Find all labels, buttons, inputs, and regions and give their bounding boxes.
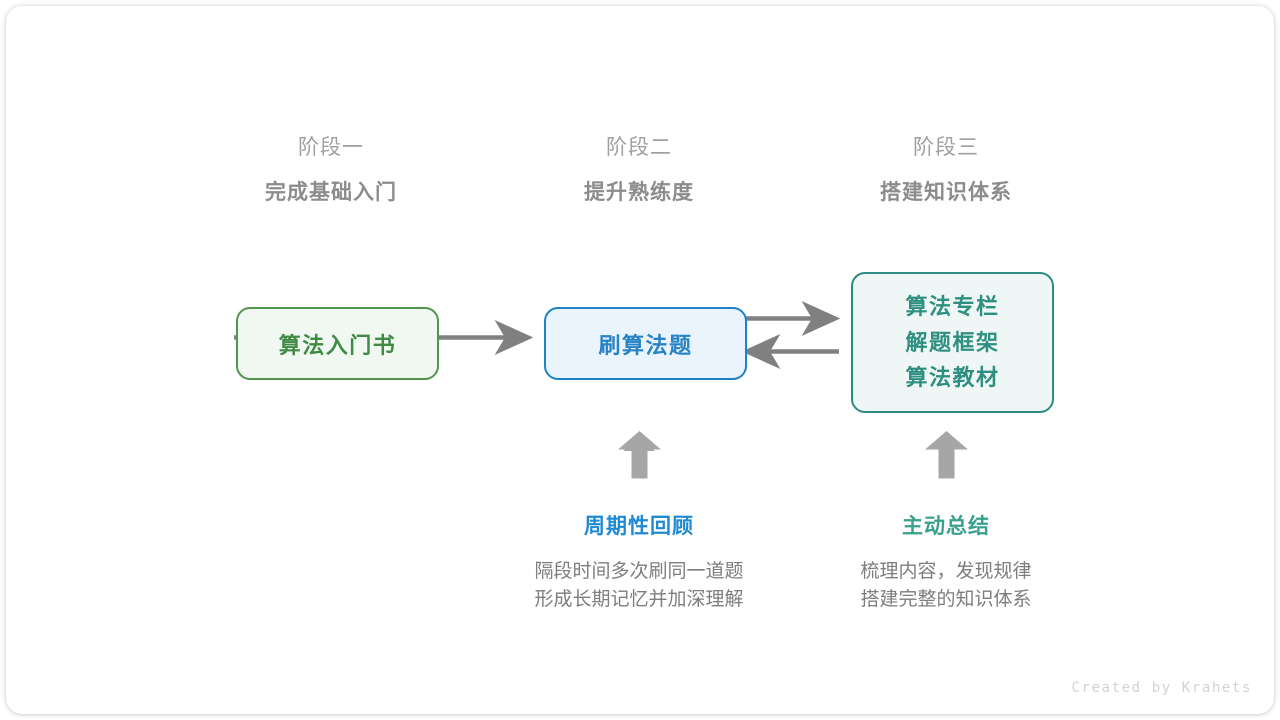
stage-header-3: 阶段三 搭建知识体系 [816,137,1076,203]
annotation-body-line: 梳理内容，发现规律 [860,561,1032,582]
annotation-title: 周期性回顾 [584,515,694,538]
stage-label: 阶段三 [913,136,979,159]
node-line: 算法专栏 [905,294,1000,320]
annotation-body-line: 搭建完整的知识体系 [860,588,1032,610]
node-line: 解题框架 [905,329,1000,355]
node-intro-book[interactable]: 算法入门书 [236,307,439,380]
annotation-body-line: 隔段时间多次刷同一道题 [534,561,744,582]
stage-header-2: 阶段二 提升熟练度 [509,137,769,203]
block-arrow-up-summary [925,431,968,479]
block-arrow-up-review [618,431,661,479]
node-line: 算法教材 [905,365,1000,391]
node-knowledge-resources[interactable]: 算法专栏 解题框架 算法教材 [851,272,1054,413]
annotation-body: 隔段时间多次刷同一道题 形成长期记忆并加深理解 [489,558,789,613]
annotation-body: 梳理内容，发现规律 搭建完整的知识体系 [796,558,1096,613]
stage-header-1: 阶段一 完成基础入门 [201,137,461,203]
annotation-body-line: 形成长期记忆并加深理解 [534,588,744,610]
stage-title: 搭建知识体系 [880,181,1012,204]
stage-label: 阶段一 [298,136,364,159]
stage-title: 完成基础入门 [265,181,397,204]
stage-label: 阶段二 [606,136,672,159]
node-line: 刷算法题 [598,332,693,358]
credit-watermark: Created by Krahets [1071,680,1252,696]
annotation-periodic-review: 周期性回顾 隔段时间多次刷同一道题 形成长期记忆并加深理解 [489,516,789,613]
diagram-canvas: 阶段一 完成基础入门 阶段二 提升熟练度 阶段三 搭建知识体系 算法入门书 刷算… [6,6,1274,714]
node-line: 算法入门书 [278,332,397,358]
node-practice-problems[interactable]: 刷算法题 [544,307,747,380]
annotation-active-summary: 主动总结 梳理内容，发现规律 搭建完整的知识体系 [796,516,1096,613]
stage-title: 提升熟练度 [584,181,694,204]
annotation-title: 主动总结 [902,515,990,538]
